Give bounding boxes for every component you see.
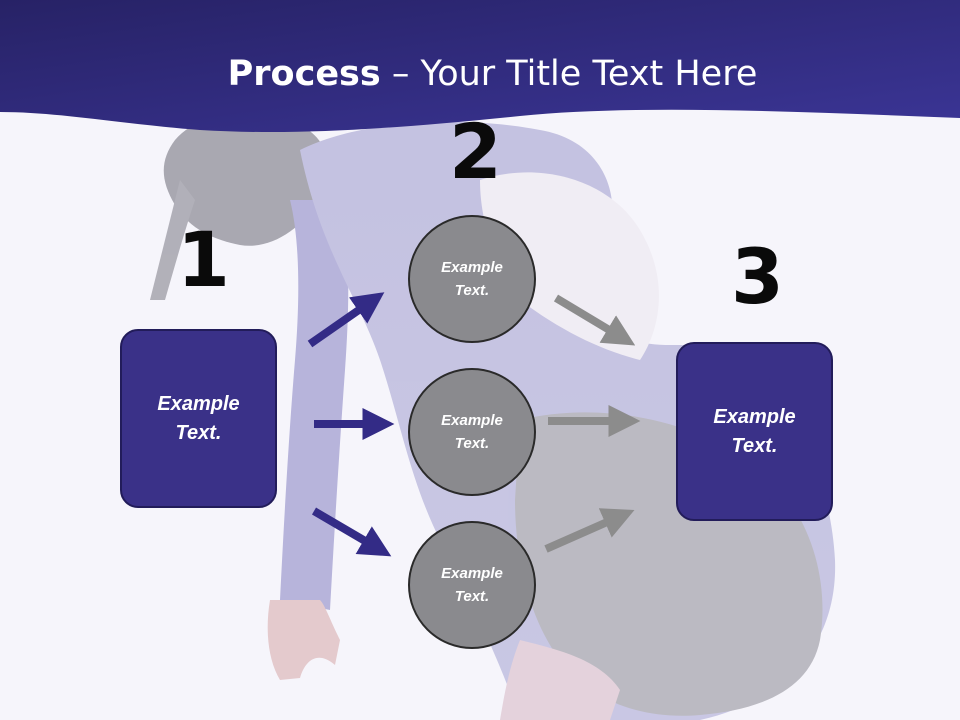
step-number-2: 2 bbox=[449, 107, 502, 196]
step-box-1[interactable]: Example Text. bbox=[120, 329, 277, 508]
page-title: Process – Your Title Text Here bbox=[0, 52, 960, 96]
step-circle-3[interactable]: Example Text. bbox=[408, 521, 536, 649]
step-number-1: 1 bbox=[177, 215, 230, 304]
step-number-3: 3 bbox=[731, 232, 784, 321]
step-circle-1-text: Example Text. bbox=[441, 259, 503, 299]
arrow-from-circle-3 bbox=[544, 508, 635, 553]
step-box-3-text: Example Text. bbox=[713, 405, 796, 457]
step-circle-3-text: Example Text. bbox=[441, 565, 503, 605]
header-band bbox=[0, 0, 960, 133]
step-circle-2-text: Example Text. bbox=[441, 412, 503, 452]
step-box-3[interactable]: Example Text. bbox=[676, 342, 833, 521]
step-box-1-text: Example Text. bbox=[157, 392, 240, 444]
step-circle-2[interactable]: Example Text. bbox=[408, 368, 536, 496]
arrow-to-circle-1 bbox=[307, 292, 385, 348]
arrow-from-circle-1 bbox=[553, 294, 636, 346]
step-circle-1[interactable]: Example Text. bbox=[408, 215, 536, 343]
title-bold: Process bbox=[227, 54, 381, 94]
arrow-to-circle-3 bbox=[311, 507, 392, 557]
title-rest: – Your Title Text Here bbox=[380, 54, 758, 94]
